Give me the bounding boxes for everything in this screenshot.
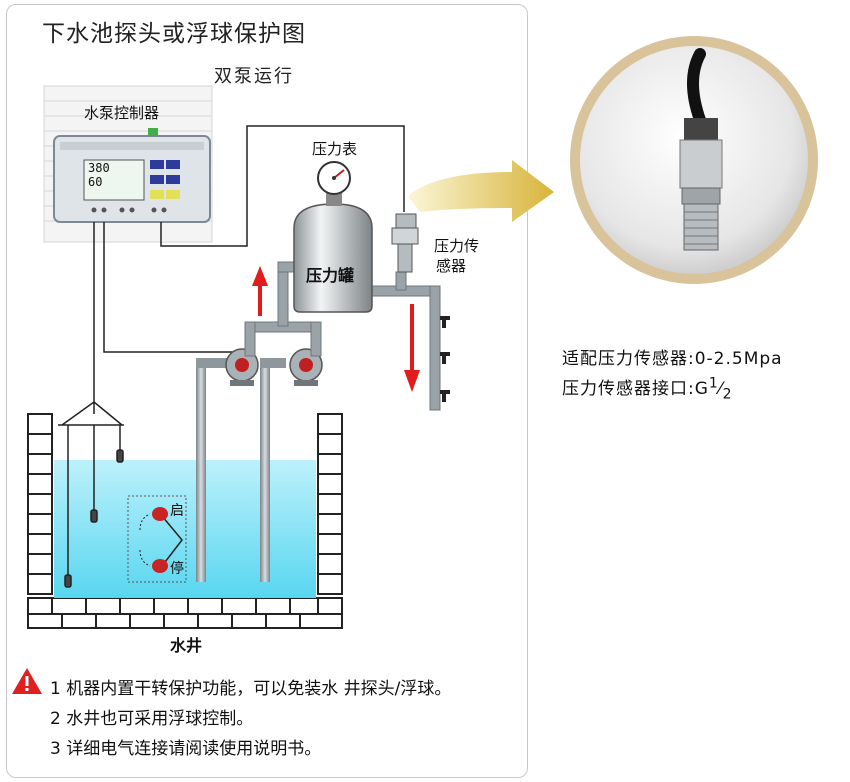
pump-1 <box>225 348 259 386</box>
sensor-photo <box>570 36 818 284</box>
pump-controller <box>53 128 211 223</box>
display-line1: 380 <box>88 161 110 175</box>
pump-2 <box>289 348 323 386</box>
float-switch <box>127 495 187 583</box>
display-line2: 60 <box>88 175 103 189</box>
controller-label: 水泵控制器 <box>84 104 160 122</box>
note-3: 3 详细电气连接请阅读使用说明书。 <box>50 739 322 759</box>
well-water <box>54 460 316 598</box>
spec-interface: 压力传感器接口:G1⁄2 <box>562 375 733 403</box>
pressure-sensor <box>391 213 419 273</box>
tank-label: 压力罐 <box>306 266 355 285</box>
well-probes <box>58 401 124 588</box>
float-start-label: 启 <box>170 503 184 519</box>
flow-arrows <box>252 266 420 392</box>
diagram-subtitle: 双泵运行 <box>214 66 294 87</box>
sensor-label: 压力传 感器 <box>434 236 479 276</box>
control-wires <box>93 125 405 414</box>
warning-icon <box>12 668 42 694</box>
pointer-arrow <box>408 160 554 222</box>
controller-display: 380 60 <box>88 161 110 189</box>
spec-interface-text: 压力传感器接口:G <box>562 379 709 399</box>
spec-interface-num: 1 <box>708 375 719 392</box>
sensor-label-line1: 压力传 <box>434 237 480 255</box>
suction-pipes <box>196 358 286 582</box>
sensor-label-line2: 感器 <box>436 257 467 275</box>
outlet-taps <box>440 316 450 402</box>
discharge-pipes <box>244 261 441 411</box>
note-1: 1 机器内置干转保护功能，可以免装水 井探头/浮球。 <box>50 679 452 699</box>
gauge-label: 压力表 <box>312 140 358 158</box>
diagram-title: 下水池探头或浮球保护图 <box>42 21 306 47</box>
note-2: 2 水井也可采用浮球控制。 <box>50 709 254 729</box>
spec-range: 适配压力传感器:0-2.5Mpa <box>562 349 783 369</box>
pressure-gauge <box>317 161 351 195</box>
spec-interface-den: 2 <box>722 386 733 403</box>
float-stop-label: 停 <box>170 561 184 577</box>
well-label: 水井 <box>170 636 203 655</box>
pressure-tank <box>293 190 373 313</box>
well-walls <box>27 413 343 629</box>
